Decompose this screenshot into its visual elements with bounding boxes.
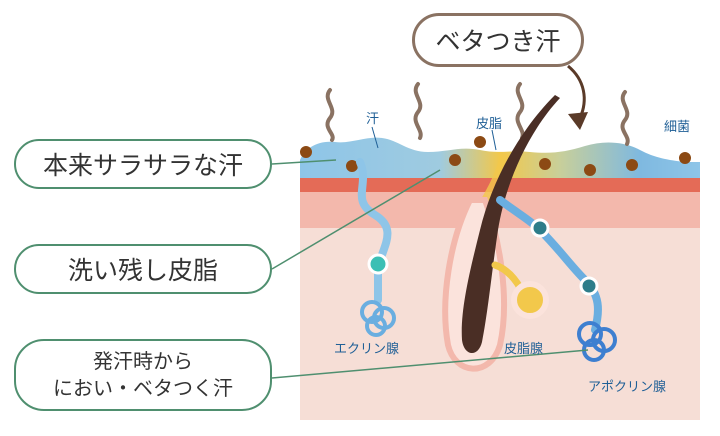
- leader-lines: [271, 159, 589, 379]
- eccrine-coil: [360, 300, 396, 337]
- sticky-sweat-label: ベタつき汗: [435, 27, 561, 56]
- apocrine-node-2: [579, 276, 599, 296]
- odor-wavy-lines: [325, 82, 630, 146]
- sebaceous-gland: [511, 281, 549, 319]
- callout-arrowhead: [568, 112, 588, 130]
- bacteria-group: [300, 136, 691, 176]
- apocrine-duct: [496, 196, 602, 334]
- pill-odor-sweat: 発汗時から におい・ベタつく汗: [14, 339, 272, 411]
- label-eccrine-gland: エクリン腺: [334, 342, 400, 357]
- label-sweat: 汗: [366, 112, 380, 127]
- label-sebum: 皮脂: [476, 117, 503, 132]
- callout-arrow: [567, 64, 586, 119]
- eccrine-node: [367, 253, 389, 275]
- sticky-sweat-callout: ベタつき汗: [412, 13, 584, 67]
- label-sebaceous-gland: 皮脂腺: [504, 342, 544, 357]
- label-apocrine-gland: アポクリン腺: [588, 380, 667, 395]
- odor-sweat-line2: におい・ベタつく汗: [53, 376, 233, 400]
- apocrine-node-1: [530, 218, 550, 238]
- hair-shaft: [461, 95, 560, 354]
- label-bacteria: 細菌: [664, 120, 691, 135]
- label-ticks: [371, 126, 497, 151]
- natural-sweat-label: 本来サラサラな汗: [42, 151, 243, 180]
- odor-sweat-line1: 発汗時から: [93, 349, 193, 373]
- pill-leftover-sebum: 洗い残し皮脂: [14, 244, 272, 294]
- pill-natural-sweat: 本来サラサラな汗: [14, 139, 272, 189]
- leftover-sebum-label: 洗い残し皮脂: [67, 256, 218, 285]
